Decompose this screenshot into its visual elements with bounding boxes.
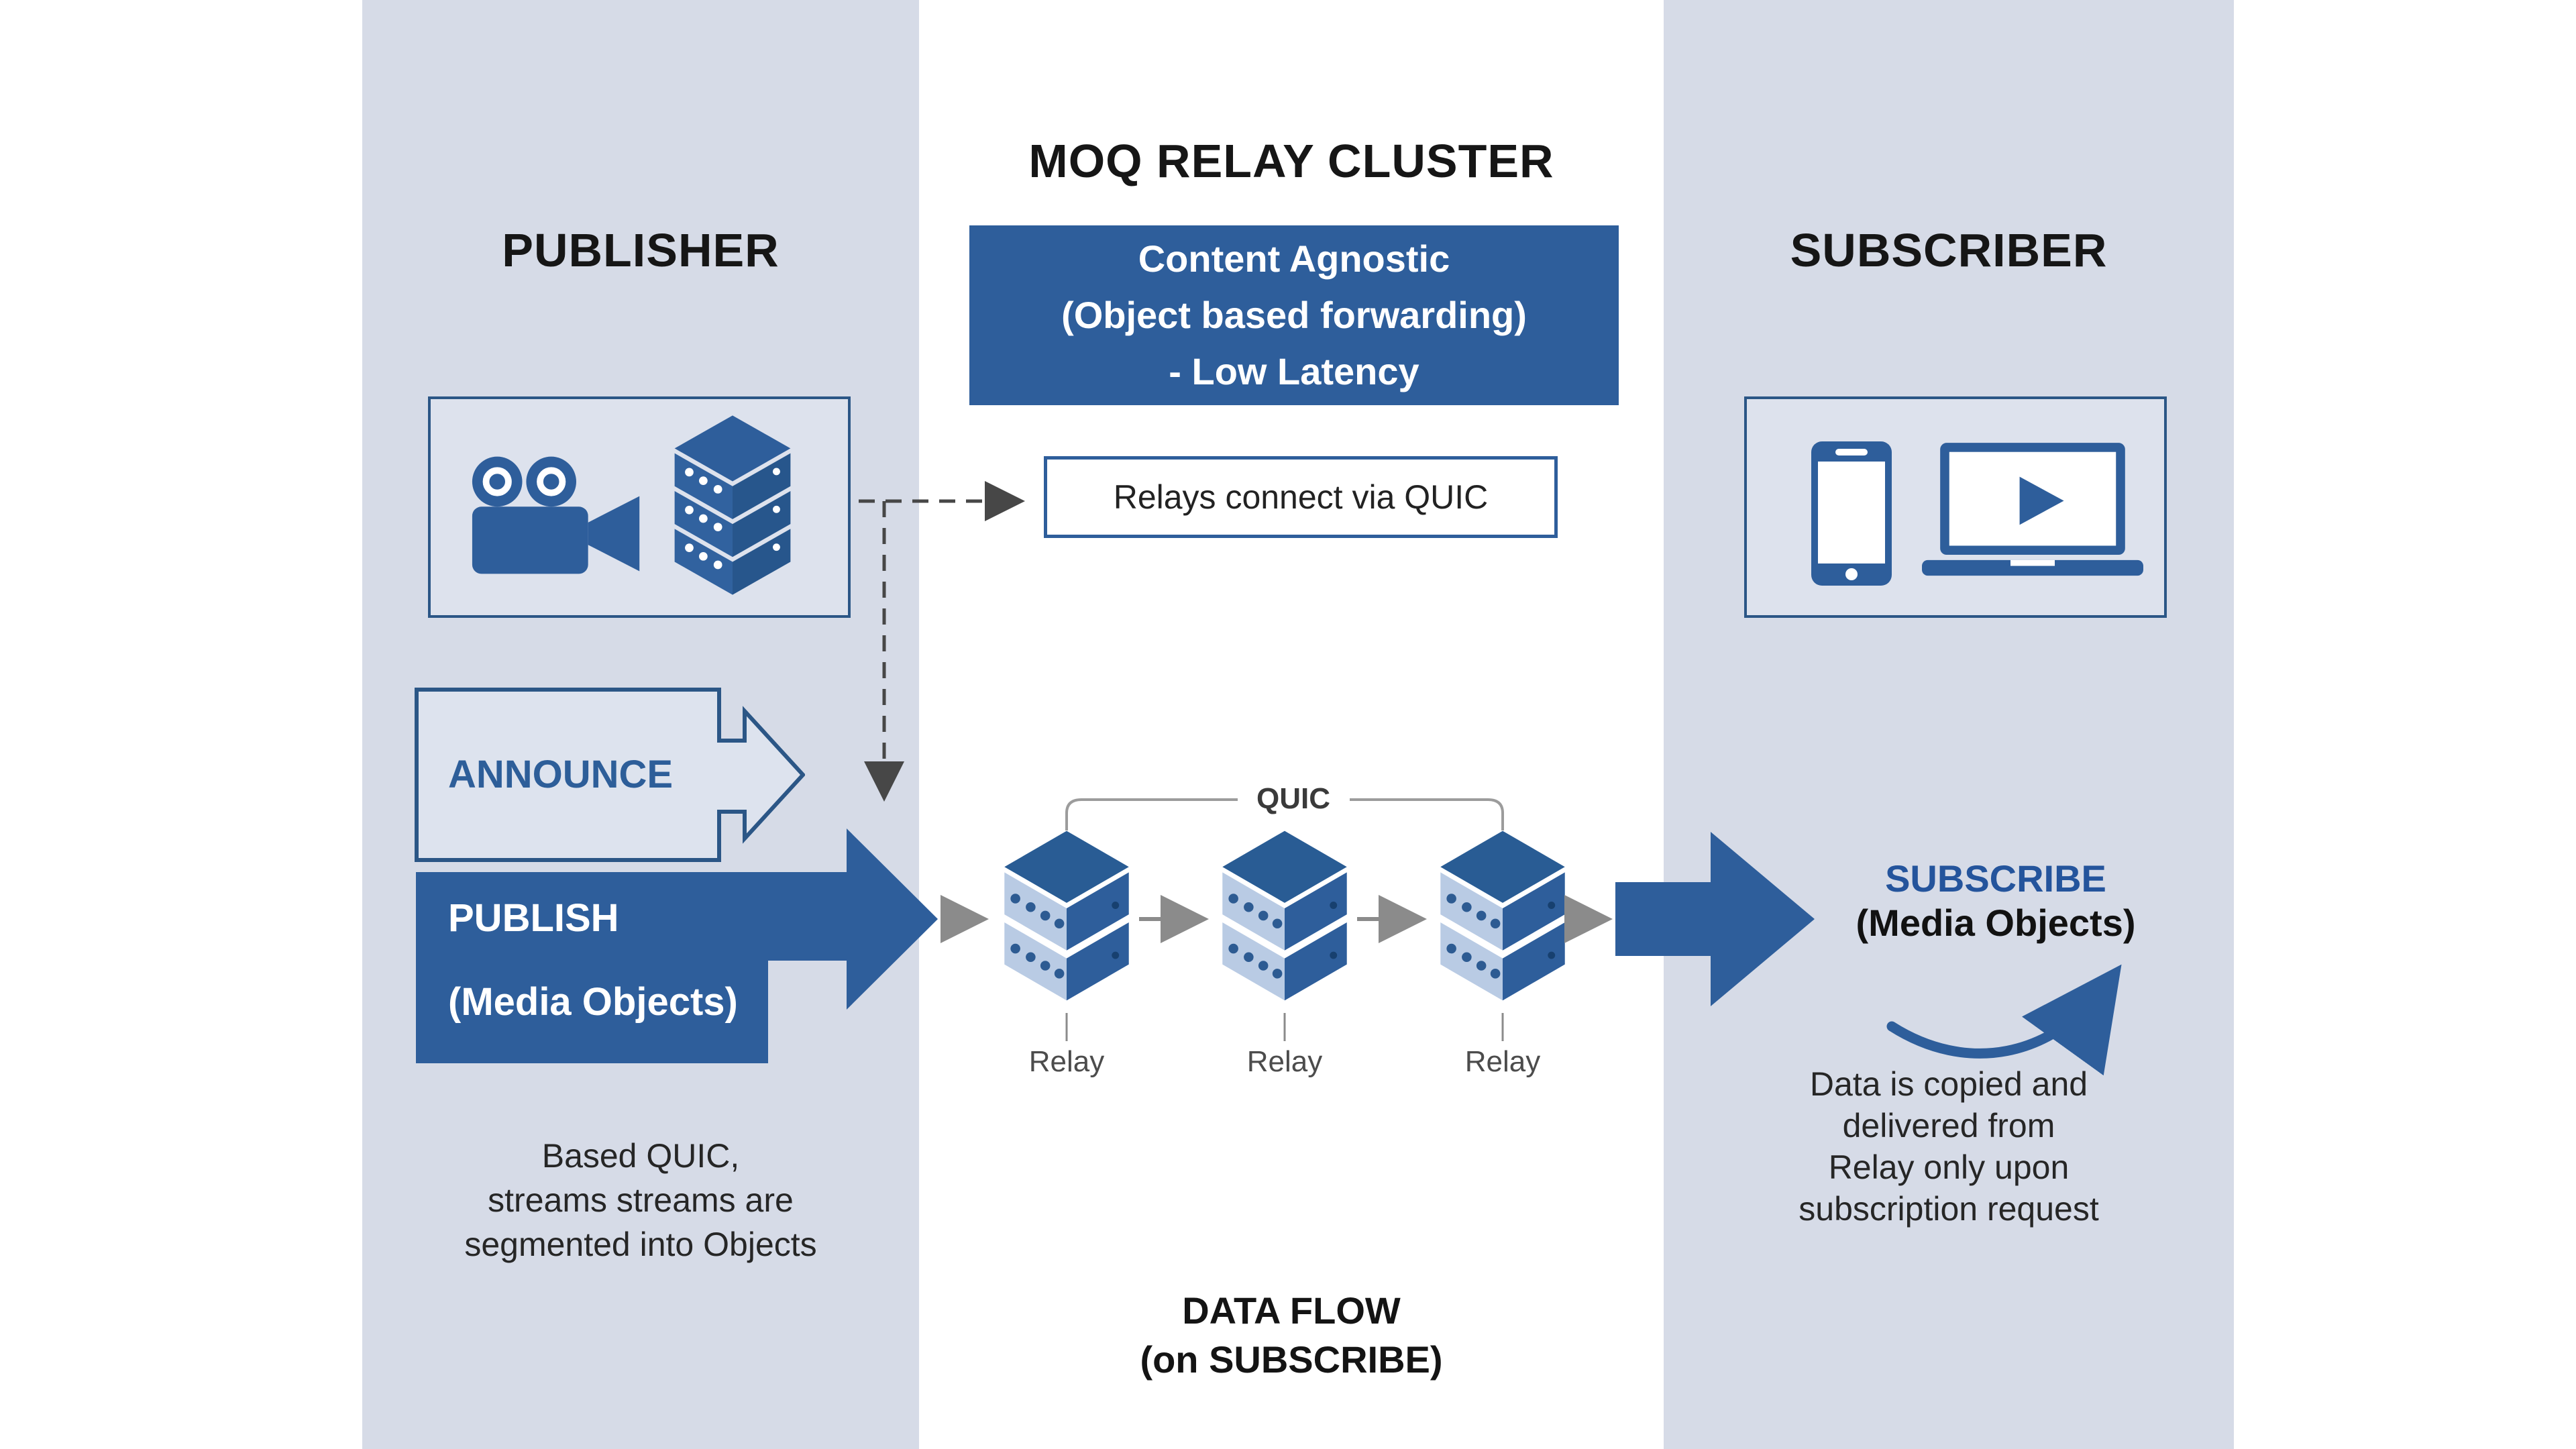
page-title: MOQ RELAY CLUSTER [1028,135,1554,187]
data-flow-caption: DATA FLOW (on SUBSCRIBE) [919,1287,1664,1385]
quic-bracket-right [1350,798,1504,830]
banner-line: Content Agnostic [1138,237,1450,280]
video-camera-icon [472,456,640,574]
note-line: Based QUIC, [541,1137,740,1175]
smartphone-icon [1811,441,1892,586]
publish-sublabel: (Media Objects) [448,980,738,1024]
subscribe-sublabel: (Media Objects) [1856,902,2136,944]
announce-arrow [415,688,805,862]
relay-server-icon [1440,830,1565,1001]
subscriber-header: SUBSCRIBER [1790,224,2108,276]
subscribe-label: SUBSCRIBE [1885,857,2106,900]
note-line: subscription request [1799,1190,2099,1228]
relay-server-icon [1004,830,1129,1001]
relay-server-icon [1222,830,1347,1001]
banner-line: - Low Latency [1169,350,1419,392]
publish-arrow [416,828,938,1063]
relay-label: Relay [1246,1045,1323,1078]
relay-label: Relay [1464,1045,1541,1078]
publisher-header: PUBLISHER [502,224,780,276]
note-line: Relay only upon [1828,1148,2070,1186]
content-agnostic-banner: Content Agnostic (Object based forwardin… [969,225,1619,405]
publish-label: PUBLISH [448,896,619,940]
subscriber-note: Data is copied and delivered from Relay … [1664,1063,2234,1230]
subscriber-panel [1664,0,2234,1449]
note-line: Data is copied and [1809,1065,2088,1103]
quic-link-label: QUIC [1256,782,1330,815]
relay-label: Relay [1028,1045,1105,1078]
banner-line: (Object based forwarding) [1061,294,1527,336]
quic-bracket-left [1065,798,1238,830]
laptop-play-icon [1922,443,2143,576]
note-line: streams streams are [488,1181,794,1219]
announce-label: ANNOUNCE [448,753,674,796]
publisher-note: Based QUIC, streams streams are segmente… [362,1134,919,1267]
data-flow-line: DATA FLOW [1182,1289,1401,1332]
note-line: delivered from [1842,1107,2055,1144]
note-line: segmented into Objects [464,1226,817,1263]
subscribe-arrow [1615,832,1815,1006]
data-flow-line: (on SUBSCRIBE) [1140,1338,1443,1381]
server-stack-icon [674,415,791,595]
relays-connect-box: Relays connect via QUIC [1044,456,1558,538]
relays-connect-label: Relays connect via QUIC [1113,478,1489,516]
